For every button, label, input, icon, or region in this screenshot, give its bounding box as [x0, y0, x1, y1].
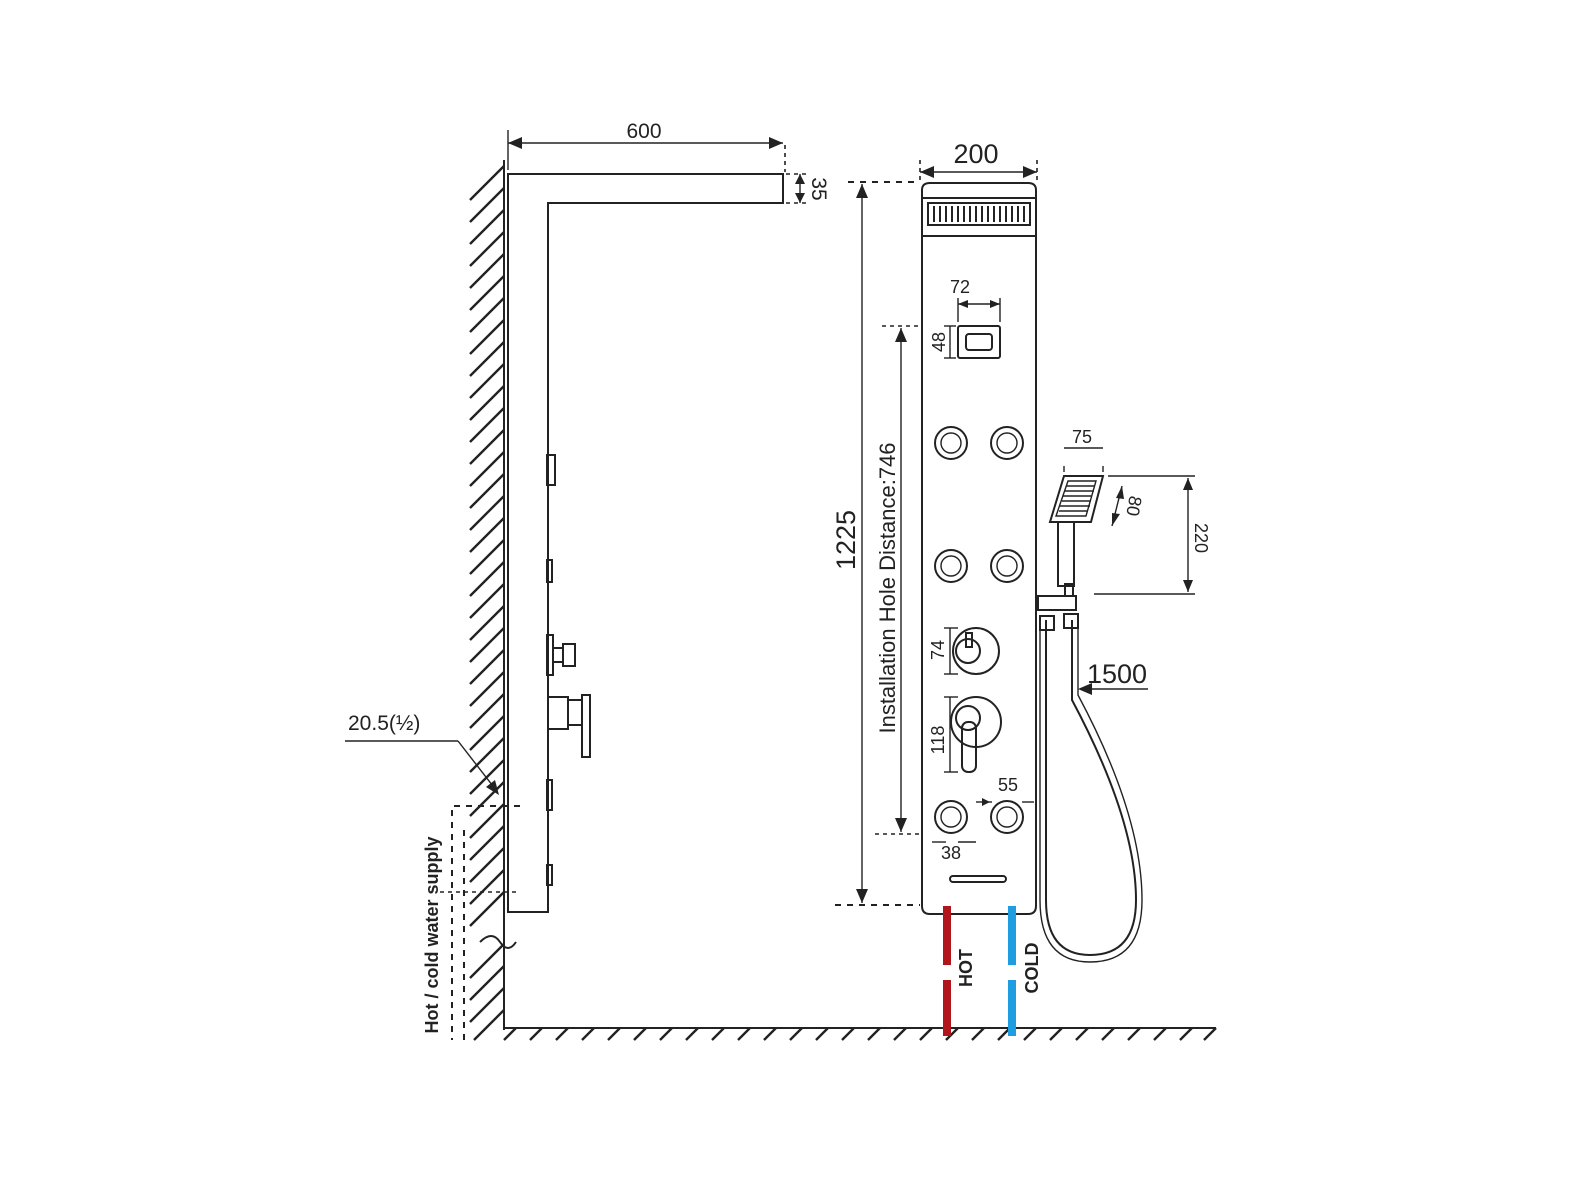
side-lever: [581, 694, 591, 758]
dim-inlet-size: 20.5(½): [348, 712, 420, 735]
dim-handshower-head: 80: [1122, 494, 1145, 517]
diverter-knob: [952, 627, 1000, 675]
floor-hatching: [503, 1027, 1217, 1041]
massage-jets-middle: [934, 549, 1024, 583]
rain-shower-grille: [927, 202, 1031, 226]
water-pipes: HOT COLD: [943, 906, 1042, 1036]
side-knob: [562, 643, 576, 667]
massage-jets-upper: [934, 426, 1024, 460]
dim-handshower-width: 75: [1072, 427, 1092, 447]
dim-display-height: 48: [929, 332, 949, 352]
hand-shower-head: [1048, 475, 1105, 523]
dim-panel-width: 200: [953, 139, 998, 169]
dim-lever-size: 118: [928, 726, 948, 755]
temperature-display: [957, 325, 1001, 359]
side-view: 600 35 20.5(½) Hot / cold water supply: [345, 120, 1217, 1041]
hand-shower-handle: [1057, 521, 1075, 587]
wall-hatching: [469, 165, 505, 1041]
front-view: 200 1225 Installation Hole Distance:746 …: [831, 139, 1038, 915]
hot-label: HOT: [956, 949, 976, 987]
dim-total-height: 1225: [831, 510, 861, 570]
dim-hose-length: 1500: [1087, 659, 1147, 689]
massage-jets-lower: [934, 800, 1024, 834]
hand-shower: 75 80 220 1500: [1037, 427, 1211, 963]
dim-top-thickness: 35: [807, 177, 830, 200]
tub-spout: [949, 875, 1007, 883]
side-valve: [547, 696, 569, 730]
dim-knob-size: 74: [928, 640, 948, 660]
supply-label: Hot / cold water supply: [422, 836, 442, 1033]
dim-handshower-length: 220: [1191, 523, 1211, 553]
cold-label: COLD: [1022, 943, 1042, 994]
dim-display-width: 72: [950, 277, 970, 297]
side-knob-stem: [552, 647, 564, 663]
panel-outline: [921, 182, 1037, 915]
mixer-lever: [950, 696, 1002, 773]
hand-shower-holder: [1037, 595, 1077, 611]
dim-jet-diameter: 38: [941, 843, 961, 863]
side-spout: [546, 454, 556, 486]
dim-install-hole: Installation Hole Distance:746: [875, 442, 900, 733]
dim-jet-spacing: 55: [998, 775, 1018, 795]
dim-top-depth: 600: [626, 120, 661, 143]
hose: [1045, 620, 1138, 957]
